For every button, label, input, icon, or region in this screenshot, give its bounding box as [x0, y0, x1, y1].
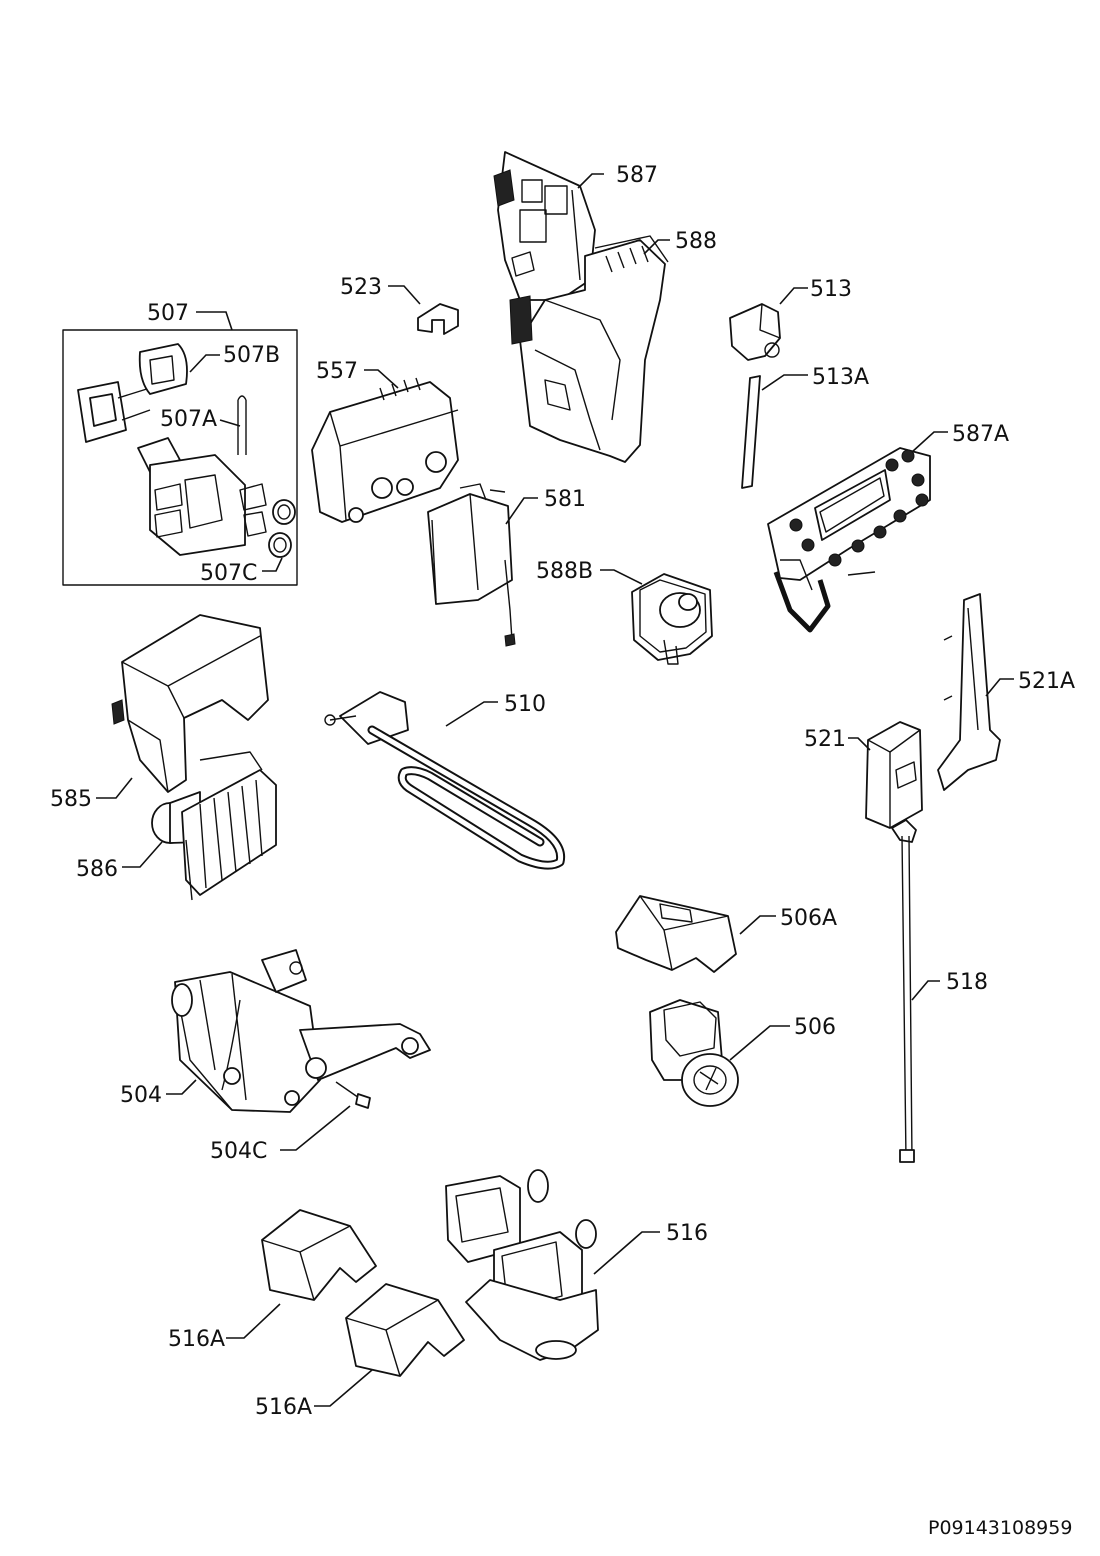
- part-557-control-module: [311, 377, 459, 523]
- part-506A-pump-cover: [615, 895, 737, 973]
- label-585: 585: [50, 787, 92, 812]
- label-507A: 507A: [160, 407, 217, 432]
- part-588-board-housing: [509, 235, 669, 463]
- label-521: 521: [804, 727, 846, 752]
- part-523-clip: [417, 303, 459, 335]
- label-507B: 507B: [223, 343, 280, 368]
- label-557: 557: [316, 359, 358, 384]
- part-506-drain-pump: [649, 999, 739, 1107]
- drawing-reference-code: P09143108959: [928, 1517, 1072, 1539]
- part-516-pump-assembly: [445, 1169, 599, 1361]
- part-510-heater: [324, 691, 566, 870]
- label-587A: 587A: [952, 422, 1009, 447]
- label-507C: 507C: [200, 561, 257, 586]
- part-504-motor: [171, 949, 431, 1113]
- part-586-heatsink-module: [151, 751, 277, 901]
- label-518: 518: [946, 970, 988, 995]
- part-585-cover: [111, 614, 269, 793]
- label-504: 504: [120, 1083, 162, 1108]
- leader-lines: [96, 173, 1014, 1407]
- label-516A-upper: 516A: [168, 1327, 225, 1352]
- callout-labels: 507 507B 507A 507C 523 557 587 588 513 5…: [50, 163, 1075, 1420]
- part-516A-cover-upper: [261, 1209, 377, 1301]
- part-588B-pressure-switch: [631, 573, 713, 665]
- part-587-main-board: [493, 151, 596, 301]
- label-513: 513: [810, 277, 852, 302]
- part-504C-screw: [335, 1081, 371, 1109]
- part-518-cable: [891, 819, 917, 1163]
- label-516A-lower: 516A: [255, 1395, 312, 1420]
- label-504C: 504C: [210, 1139, 267, 1164]
- label-510: 510: [504, 692, 546, 717]
- label-523: 523: [340, 275, 382, 300]
- label-586: 586: [76, 857, 118, 882]
- label-513A: 513A: [812, 365, 869, 390]
- label-506A: 506A: [780, 906, 837, 931]
- label-506: 506: [794, 1015, 836, 1040]
- label-588: 588: [675, 229, 717, 254]
- part-513A-rod: [741, 375, 761, 489]
- label-516: 516: [666, 1221, 708, 1246]
- part-507-inlet-valve-kit: [62, 329, 298, 586]
- part-521A-bracket: [937, 593, 1001, 791]
- part-587A-display-board: [767, 447, 931, 633]
- label-587: 587: [616, 163, 658, 188]
- part-516A-cover-lower: [345, 1283, 465, 1377]
- label-507: 507: [147, 301, 189, 326]
- label-581: 581: [544, 487, 586, 512]
- label-588B: 588B: [536, 559, 593, 584]
- part-581-module: [427, 483, 516, 647]
- label-521A: 521A: [1018, 669, 1075, 694]
- part-521-door-lock: [865, 721, 923, 829]
- part-513-sensor: [729, 303, 781, 361]
